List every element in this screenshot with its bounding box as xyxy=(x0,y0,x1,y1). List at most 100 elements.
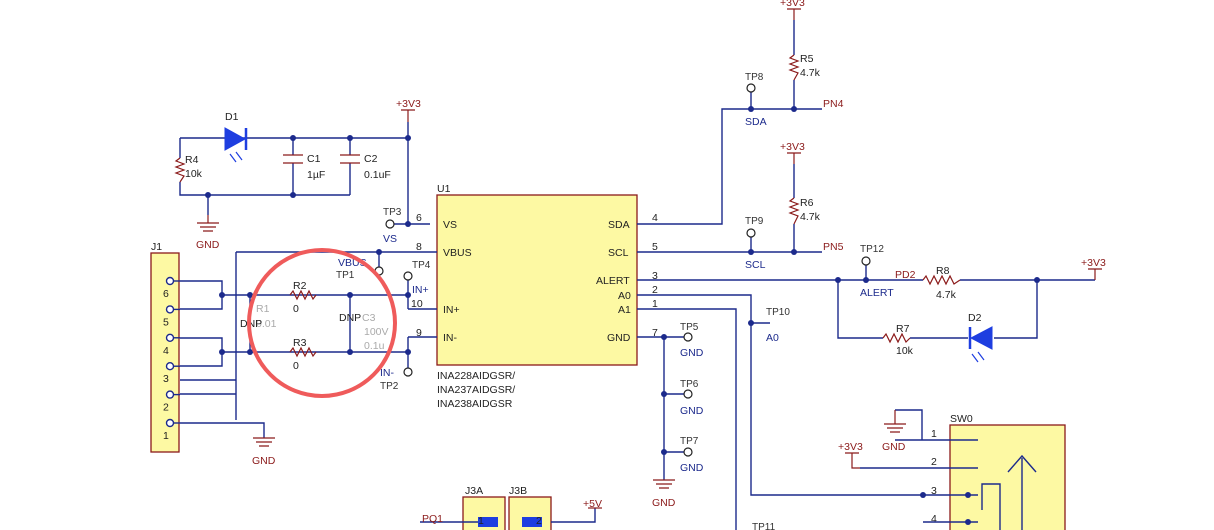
gnd-symbol-left: GND xyxy=(196,215,220,251)
svg-text:0.01: 0.01 xyxy=(256,318,277,330)
svg-text:VBUS: VBUS xyxy=(443,247,472,259)
highlight-circle xyxy=(247,248,397,398)
svg-text:4.7k: 4.7k xyxy=(800,211,821,223)
svg-text:TP6: TP6 xyxy=(680,379,699,390)
svg-text:1: 1 xyxy=(931,428,937,440)
svg-text:A1: A1 xyxy=(618,304,631,316)
svg-text:DNP: DNP xyxy=(339,312,361,324)
svg-text:3: 3 xyxy=(652,270,658,282)
svg-text:GND: GND xyxy=(196,239,220,251)
svg-text:3: 3 xyxy=(931,485,937,497)
svg-text:D1: D1 xyxy=(225,111,239,123)
gnd-testpoints: TP5 GND TP6 GND TP7 GND GND xyxy=(652,322,704,509)
shunt-section: VBUS TP1 TP4 IN+ IN- TP2 R2 0 R3 0 xyxy=(222,248,431,420)
j1-pin-2 xyxy=(165,390,175,399)
svg-text:GND: GND xyxy=(607,332,631,344)
svg-text:TP11: TP11 xyxy=(752,522,776,530)
svg-text:5: 5 xyxy=(652,241,658,253)
svg-text:2: 2 xyxy=(652,284,658,296)
i2c-section: TP8 SDA PN4 +3V3 R5 4.7k TP9 SCL PN5 +3V… xyxy=(664,0,844,271)
v33-label-top: +3V3 xyxy=(396,98,421,110)
svg-text:IN+: IN+ xyxy=(412,284,429,296)
svg-text:SDA: SDA xyxy=(745,116,767,128)
j1-pin-label: 3 xyxy=(163,373,169,385)
switch-sw0: SW0 1 2 3 4 GND +3V3 xyxy=(838,409,1066,530)
svg-text:R3: R3 xyxy=(293,337,307,349)
svg-text:C3: C3 xyxy=(362,312,376,324)
alert-section: TP12 ALERT PD2 R8 4.7k +3V3 R7 10k D2 xyxy=(664,244,1106,363)
led-d2: D2 xyxy=(968,312,993,363)
svg-text:2: 2 xyxy=(931,456,937,468)
svg-text:TP10: TP10 xyxy=(766,307,790,318)
address-section: TP10 A0 TP11 xyxy=(664,294,923,530)
svg-text:GND: GND xyxy=(680,405,704,417)
svg-text:INA237AIDGSR/: INA237AIDGSR/ xyxy=(437,384,515,396)
svg-text:10k: 10k xyxy=(896,345,914,357)
svg-text:A0: A0 xyxy=(766,332,779,344)
svg-text:U1: U1 xyxy=(437,183,451,195)
testpoint-tp3: TP3 VS xyxy=(383,207,408,245)
svg-text:+3V3: +3V3 xyxy=(838,441,863,453)
svg-text:R4: R4 xyxy=(185,154,199,166)
svg-text:R6: R6 xyxy=(800,197,814,209)
resistor-r2: R2 0 xyxy=(289,280,317,315)
j1-pin-6 xyxy=(165,276,175,286)
svg-text:6: 6 xyxy=(416,212,422,224)
svg-text:TP9: TP9 xyxy=(745,216,764,227)
svg-text:0: 0 xyxy=(293,360,299,372)
svg-text:0.1uF: 0.1uF xyxy=(364,169,391,181)
svg-text:SDA: SDA xyxy=(608,219,630,231)
svg-text:8: 8 xyxy=(416,241,422,253)
svg-text:4: 4 xyxy=(652,212,658,224)
supply-section: +3V3 GND D1 R4 10k C1 1µF xyxy=(174,98,430,251)
svg-text:4.7k: 4.7k xyxy=(800,67,821,79)
svg-text:SCL: SCL xyxy=(745,259,766,271)
svg-text:TP3: TP3 xyxy=(383,207,402,218)
svg-text:J3A: J3A xyxy=(465,485,483,497)
svg-text:TP5: TP5 xyxy=(680,322,699,333)
svg-text:PD2: PD2 xyxy=(895,269,916,281)
svg-text:VS: VS xyxy=(443,219,457,231)
svg-text:IN-: IN- xyxy=(380,367,395,379)
svg-text:1µF: 1µF xyxy=(307,169,325,181)
svg-text:INA238AIDGSR: INA238AIDGSR xyxy=(437,398,513,410)
svg-text:0: 0 xyxy=(293,303,299,315)
svg-text:INA228AIDGSR/: INA228AIDGSR/ xyxy=(437,370,515,382)
svg-text:7: 7 xyxy=(652,327,658,339)
capacitor-c1: C1 1µF xyxy=(283,138,325,195)
gnd-symbol-j1: GND xyxy=(252,437,276,467)
svg-text:TP8: TP8 xyxy=(745,72,764,83)
svg-text:D2: D2 xyxy=(968,312,982,324)
svg-text:10k: 10k xyxy=(185,168,203,180)
capacitor-c3-dnp: DNP C3 100V 0.1u xyxy=(339,295,389,352)
svg-text:+3V3: +3V3 xyxy=(780,0,805,9)
svg-text:J1: J1 xyxy=(151,241,162,253)
svg-text:IN-: IN- xyxy=(443,332,458,344)
resistor-r1-dnp: R1 0.01 DNP xyxy=(240,295,277,352)
svg-text:4: 4 xyxy=(931,513,937,525)
jumper-j3: J3A J3B 1 2 PQ1 +5V xyxy=(420,485,602,530)
svg-text:GND: GND xyxy=(252,455,276,467)
svg-text:GND: GND xyxy=(680,462,704,474)
svg-text:TP4: TP4 xyxy=(412,260,431,271)
svg-text:PN4: PN4 xyxy=(823,98,844,110)
svg-text:GND: GND xyxy=(882,441,906,453)
svg-text:R1: R1 xyxy=(256,303,270,315)
svg-text:A0: A0 xyxy=(618,290,631,302)
svg-text:1: 1 xyxy=(478,515,484,527)
svg-text:2: 2 xyxy=(536,515,542,527)
led-d1: D1 xyxy=(224,111,248,163)
svg-text:R7: R7 xyxy=(896,323,910,335)
ic-u1: U1 VS VBUS IN+ IN- SDA SCL ALERT A0 A1 G… xyxy=(408,183,664,410)
svg-text:R5: R5 xyxy=(800,53,814,65)
svg-text:ALERT: ALERT xyxy=(860,287,894,299)
svg-text:4.7k: 4.7k xyxy=(936,289,957,301)
svg-text:VS: VS xyxy=(383,233,397,245)
svg-text:R2: R2 xyxy=(293,280,307,292)
svg-text:0.1u: 0.1u xyxy=(364,340,385,352)
j1-pin-label: 4 xyxy=(163,345,169,357)
svg-text:9: 9 xyxy=(416,327,422,339)
svg-text:SW0: SW0 xyxy=(950,413,973,425)
